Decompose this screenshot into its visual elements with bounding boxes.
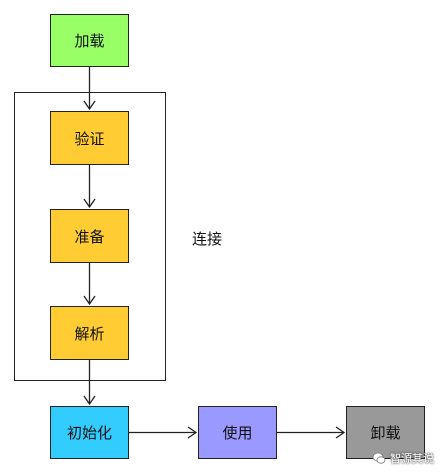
node-load: 加载	[50, 14, 129, 67]
node-prepare: 准备	[50, 209, 129, 263]
linking-group-label: 连接	[192, 230, 223, 248]
node-unload: 卸载	[346, 406, 425, 459]
node-verify: 验证	[50, 111, 129, 165]
node-use: 使用	[198, 406, 277, 459]
node-resolve: 解析	[50, 306, 129, 360]
wechat-icon	[372, 452, 386, 464]
watermark: 智源其说	[372, 450, 434, 466]
watermark-text: 智源其说	[390, 452, 434, 465]
node-initialize: 初始化	[50, 406, 129, 459]
